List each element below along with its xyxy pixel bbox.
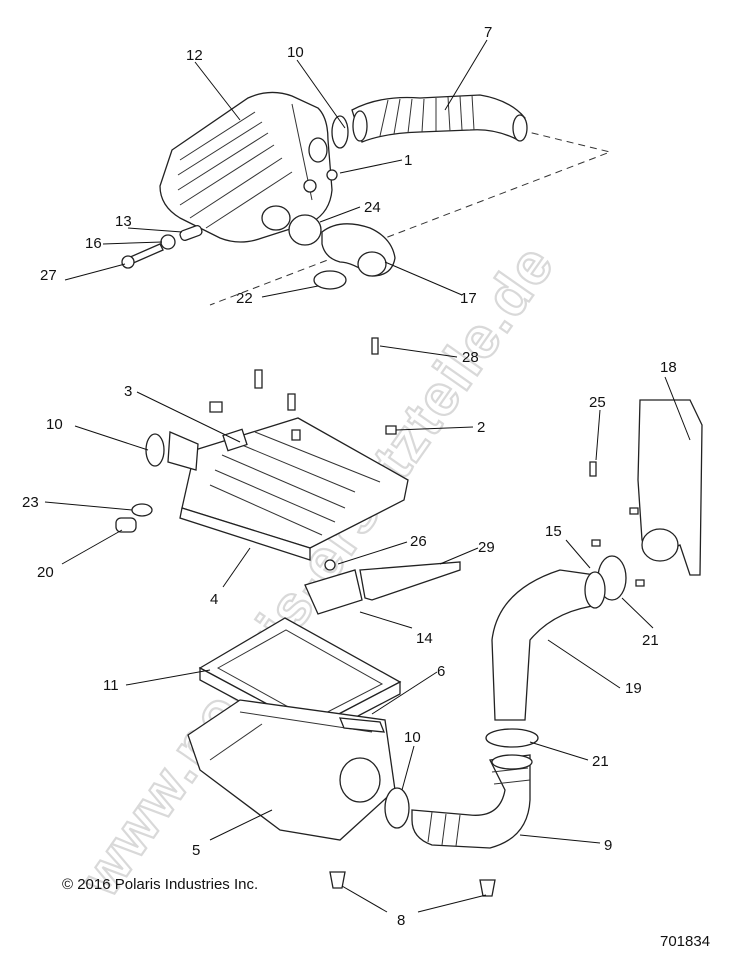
callout-12: 12 — [186, 47, 203, 64]
callout-8: 8 — [397, 912, 405, 929]
callout-7: 7 — [484, 24, 492, 41]
intake-tube — [351, 94, 528, 143]
callout-3: 3 — [124, 383, 132, 400]
callout-20: 20 — [37, 564, 54, 581]
callout-11: 11 — [103, 677, 119, 694]
callout-19: 19 — [625, 680, 642, 697]
callout-9: 9 — [604, 837, 612, 854]
callout-25: 25 — [589, 394, 606, 411]
inlet-housing — [637, 399, 703, 576]
drawing-number: 701834 — [660, 933, 710, 950]
hose-clamp-21-lower — [485, 728, 539, 748]
hose-clamp-22 — [313, 270, 347, 290]
callout-5: 5 — [192, 842, 200, 859]
callout-10-mid: 10 — [46, 416, 63, 433]
callout-16: 16 — [85, 235, 102, 252]
copyright-notice: © 2016 Polaris Industries Inc. — [62, 876, 258, 893]
bracket-29 — [359, 561, 461, 601]
airbox-cover — [179, 417, 409, 561]
grommet-right — [479, 879, 496, 897]
callout-14: 14 — [416, 630, 433, 647]
lower-hose — [411, 754, 533, 849]
callout-4: 4 — [210, 591, 218, 608]
spacer — [179, 225, 203, 241]
callout-27: 27 — [40, 267, 57, 284]
bracket-14 — [304, 569, 363, 615]
intake-duct — [491, 569, 606, 721]
callout-2: 2 — [477, 419, 485, 436]
callout-10-top: 10 — [287, 44, 304, 61]
callout-1: 1 — [404, 152, 412, 169]
callout-15: 15 — [545, 523, 562, 540]
grommet-left — [329, 871, 346, 889]
callout-22: 22 — [236, 290, 253, 307]
seal-6 — [338, 717, 386, 733]
callout-21-upper: 21 — [642, 632, 659, 649]
callout-17: 17 — [460, 290, 477, 307]
elbow-duct — [321, 223, 396, 277]
callout-18: 18 — [660, 359, 677, 376]
callout-26: 26 — [410, 533, 427, 550]
hose-clamp-top — [331, 115, 349, 149]
washer — [160, 234, 176, 250]
callout-10-bottom: 10 — [404, 729, 421, 746]
callout-24: 24 — [364, 199, 381, 216]
seal-ring — [288, 214, 322, 246]
callout-21-lower: 21 — [592, 753, 609, 770]
airbox-base — [187, 699, 396, 841]
callout-23: 23 — [22, 494, 39, 511]
callout-13: 13 — [115, 213, 132, 230]
callout-6: 6 — [437, 663, 445, 680]
drain-cap — [115, 517, 137, 533]
hose-clamp-bottom — [384, 787, 410, 829]
fastener-1 — [326, 169, 338, 181]
clamp-23 — [131, 503, 153, 517]
callout-28: 28 — [462, 349, 479, 366]
hose-clamp-mid — [145, 433, 165, 467]
callout-29: 29 — [478, 539, 495, 556]
